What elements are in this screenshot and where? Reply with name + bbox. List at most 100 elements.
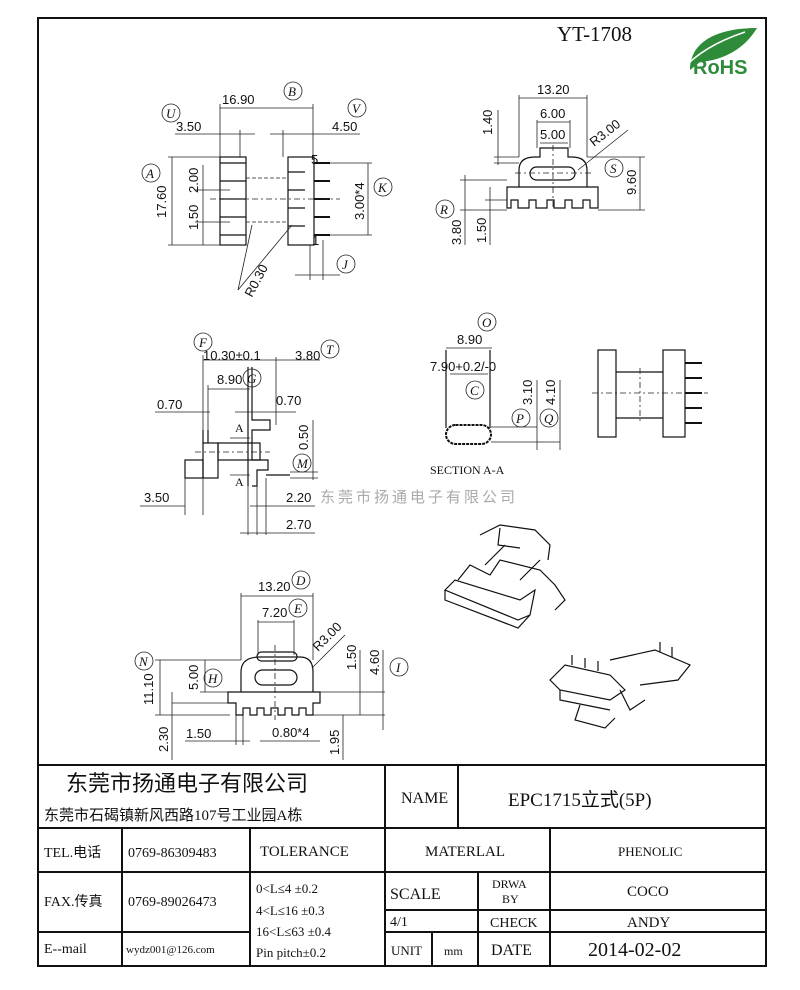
date-value: 2014-02-02 <box>588 939 681 961</box>
label-dim-u: 3.50 <box>176 119 201 134</box>
label-dim-d: 13.20 <box>258 579 291 594</box>
label-fax-value: 0769-89026473 <box>128 895 217 910</box>
label-fax-label: FAX.传真 <box>44 894 102 910</box>
drawing-line <box>484 544 541 581</box>
isometric-view-1 <box>443 524 566 629</box>
label-dim-b: 16.90 <box>222 92 255 107</box>
label-sec-bot: A <box>235 475 244 489</box>
drawing-line <box>681 31 746 71</box>
label-unit-value: mm <box>444 944 463 958</box>
drawing-line <box>193 332 213 352</box>
label-dim-5: 5.00 <box>540 127 565 142</box>
sheet-border <box>37 17 767 967</box>
drawing-line <box>597 349 617 438</box>
label-ref-e: E <box>293 601 302 616</box>
drawing-line <box>161 103 181 123</box>
drawing-line <box>690 28 757 70</box>
drawing-line <box>435 199 455 219</box>
title-block: 东莞市扬通电子有限公司 东莞市石碣镇新风西路107号工业园A栋 NAME EPC… <box>38 764 766 966</box>
company-address: 东莞市石碣镇新风西路107号工业园A栋 <box>44 806 302 824</box>
label-dim-t: 3.80 <box>295 348 320 363</box>
drawing-line <box>203 668 223 688</box>
drawing-line <box>443 579 536 621</box>
drawing-line <box>465 380 485 400</box>
label-dim-pitch: 0.80*4 <box>272 725 310 740</box>
label-drawn-label-2: BY <box>502 892 519 906</box>
label-ref-b: B <box>288 84 296 99</box>
drawing-line <box>477 312 497 332</box>
label-dim-p: 3.10 <box>520 380 535 405</box>
label-dim-c: 7.90+0.2/-0 <box>430 359 496 374</box>
drawing-line <box>539 408 559 428</box>
drawing-line <box>574 689 646 729</box>
drawing-line <box>287 156 315 246</box>
label-0: 0<L≤4 ±0.2 <box>256 881 318 896</box>
drawing-line <box>246 177 288 223</box>
label-dim-46: 4.60 <box>367 650 382 675</box>
label-radius: R3.00 <box>310 619 345 654</box>
drawing-line <box>529 166 576 181</box>
drawing-line <box>373 177 393 197</box>
label-ref-m: M <box>296 456 309 471</box>
label-dim-2: 2.00 <box>186 168 201 193</box>
label-dim-h: 5.00 <box>186 665 201 690</box>
label-dim-f: 10.30±0.1 <box>203 348 261 363</box>
drawing-line <box>155 593 385 760</box>
label-material-label: MATERLAL <box>425 844 505 860</box>
label-dim-o: 8.90 <box>457 332 482 347</box>
label-logo-text: RoHS <box>693 57 747 79</box>
side-view <box>592 349 708 438</box>
label-ref-t: T <box>326 342 334 357</box>
part-name: EPC1715立式(5P) <box>508 789 652 811</box>
drawing-line <box>292 453 312 473</box>
label-dim-07b: 0.70 <box>276 393 301 408</box>
label-check-label: CHECK <box>490 916 537 931</box>
label-dim-g: 8.90 <box>217 372 242 387</box>
drawing-line <box>518 147 588 187</box>
label-ref-h: H <box>207 671 218 686</box>
isometric-view-2 <box>549 642 691 729</box>
drawing-line <box>283 81 303 101</box>
drawing-line <box>511 408 531 428</box>
label-pin-1: 1 <box>312 233 319 248</box>
label-date-label: DATE <box>491 942 532 959</box>
drawing-line <box>457 559 566 611</box>
label-tel-value: 0769-86309483 <box>128 846 217 861</box>
drawing-line <box>256 651 298 662</box>
label-check-value: ANDY <box>627 915 670 931</box>
label-scale-value: 4/1 <box>390 915 408 930</box>
label-ref-f: F <box>198 335 208 350</box>
drawing-line <box>320 339 340 359</box>
drawing-line <box>549 664 626 701</box>
label-drawn-value: COCO <box>627 884 669 900</box>
label-ref-q: Q <box>544 411 554 426</box>
drawing-line <box>288 598 308 618</box>
label-dim-96: 9.60 <box>624 170 639 195</box>
drawing-line <box>251 367 271 487</box>
bottom-view: 13.20 D 7.20 E R3.00 N 11.10 5.00 H 1.50… <box>134 570 409 760</box>
drawing-line <box>237 224 293 291</box>
label-dim-23: 2.30 <box>156 727 171 752</box>
label-dim-07a: 0.70 <box>157 397 182 412</box>
label-dim-a: 17.60 <box>154 185 169 218</box>
label-dim-195: 1.95 <box>327 730 342 755</box>
drawing-line <box>445 424 492 445</box>
label-email-label: E--mail <box>44 942 87 957</box>
label-ref-v: V <box>352 101 362 116</box>
drawing-line <box>506 186 599 209</box>
watermark: 东莞市扬通电子有限公司 <box>320 488 518 506</box>
label-dim-35: 3.50 <box>144 490 169 505</box>
label-ref-j: J <box>342 257 349 272</box>
top-view: 16.90 B U 3.50 V 4.50 A 17.60 2.00 1.50 … <box>141 81 393 299</box>
label-material-value: PHENOLIC <box>618 844 682 859</box>
label-ref-i: I <box>395 660 401 675</box>
label-ref-a: A <box>145 166 154 181</box>
drawing-line <box>237 224 253 291</box>
drawing-line <box>609 649 691 686</box>
drawing-line <box>168 104 372 291</box>
label-ref-g: G <box>247 371 257 386</box>
label-dim-q: 4.10 <box>543 380 558 405</box>
company-name: 东莞市扬通电子有限公司 <box>66 771 308 796</box>
drawing-line <box>460 95 645 245</box>
label-dim-v: 4.50 <box>332 119 357 134</box>
